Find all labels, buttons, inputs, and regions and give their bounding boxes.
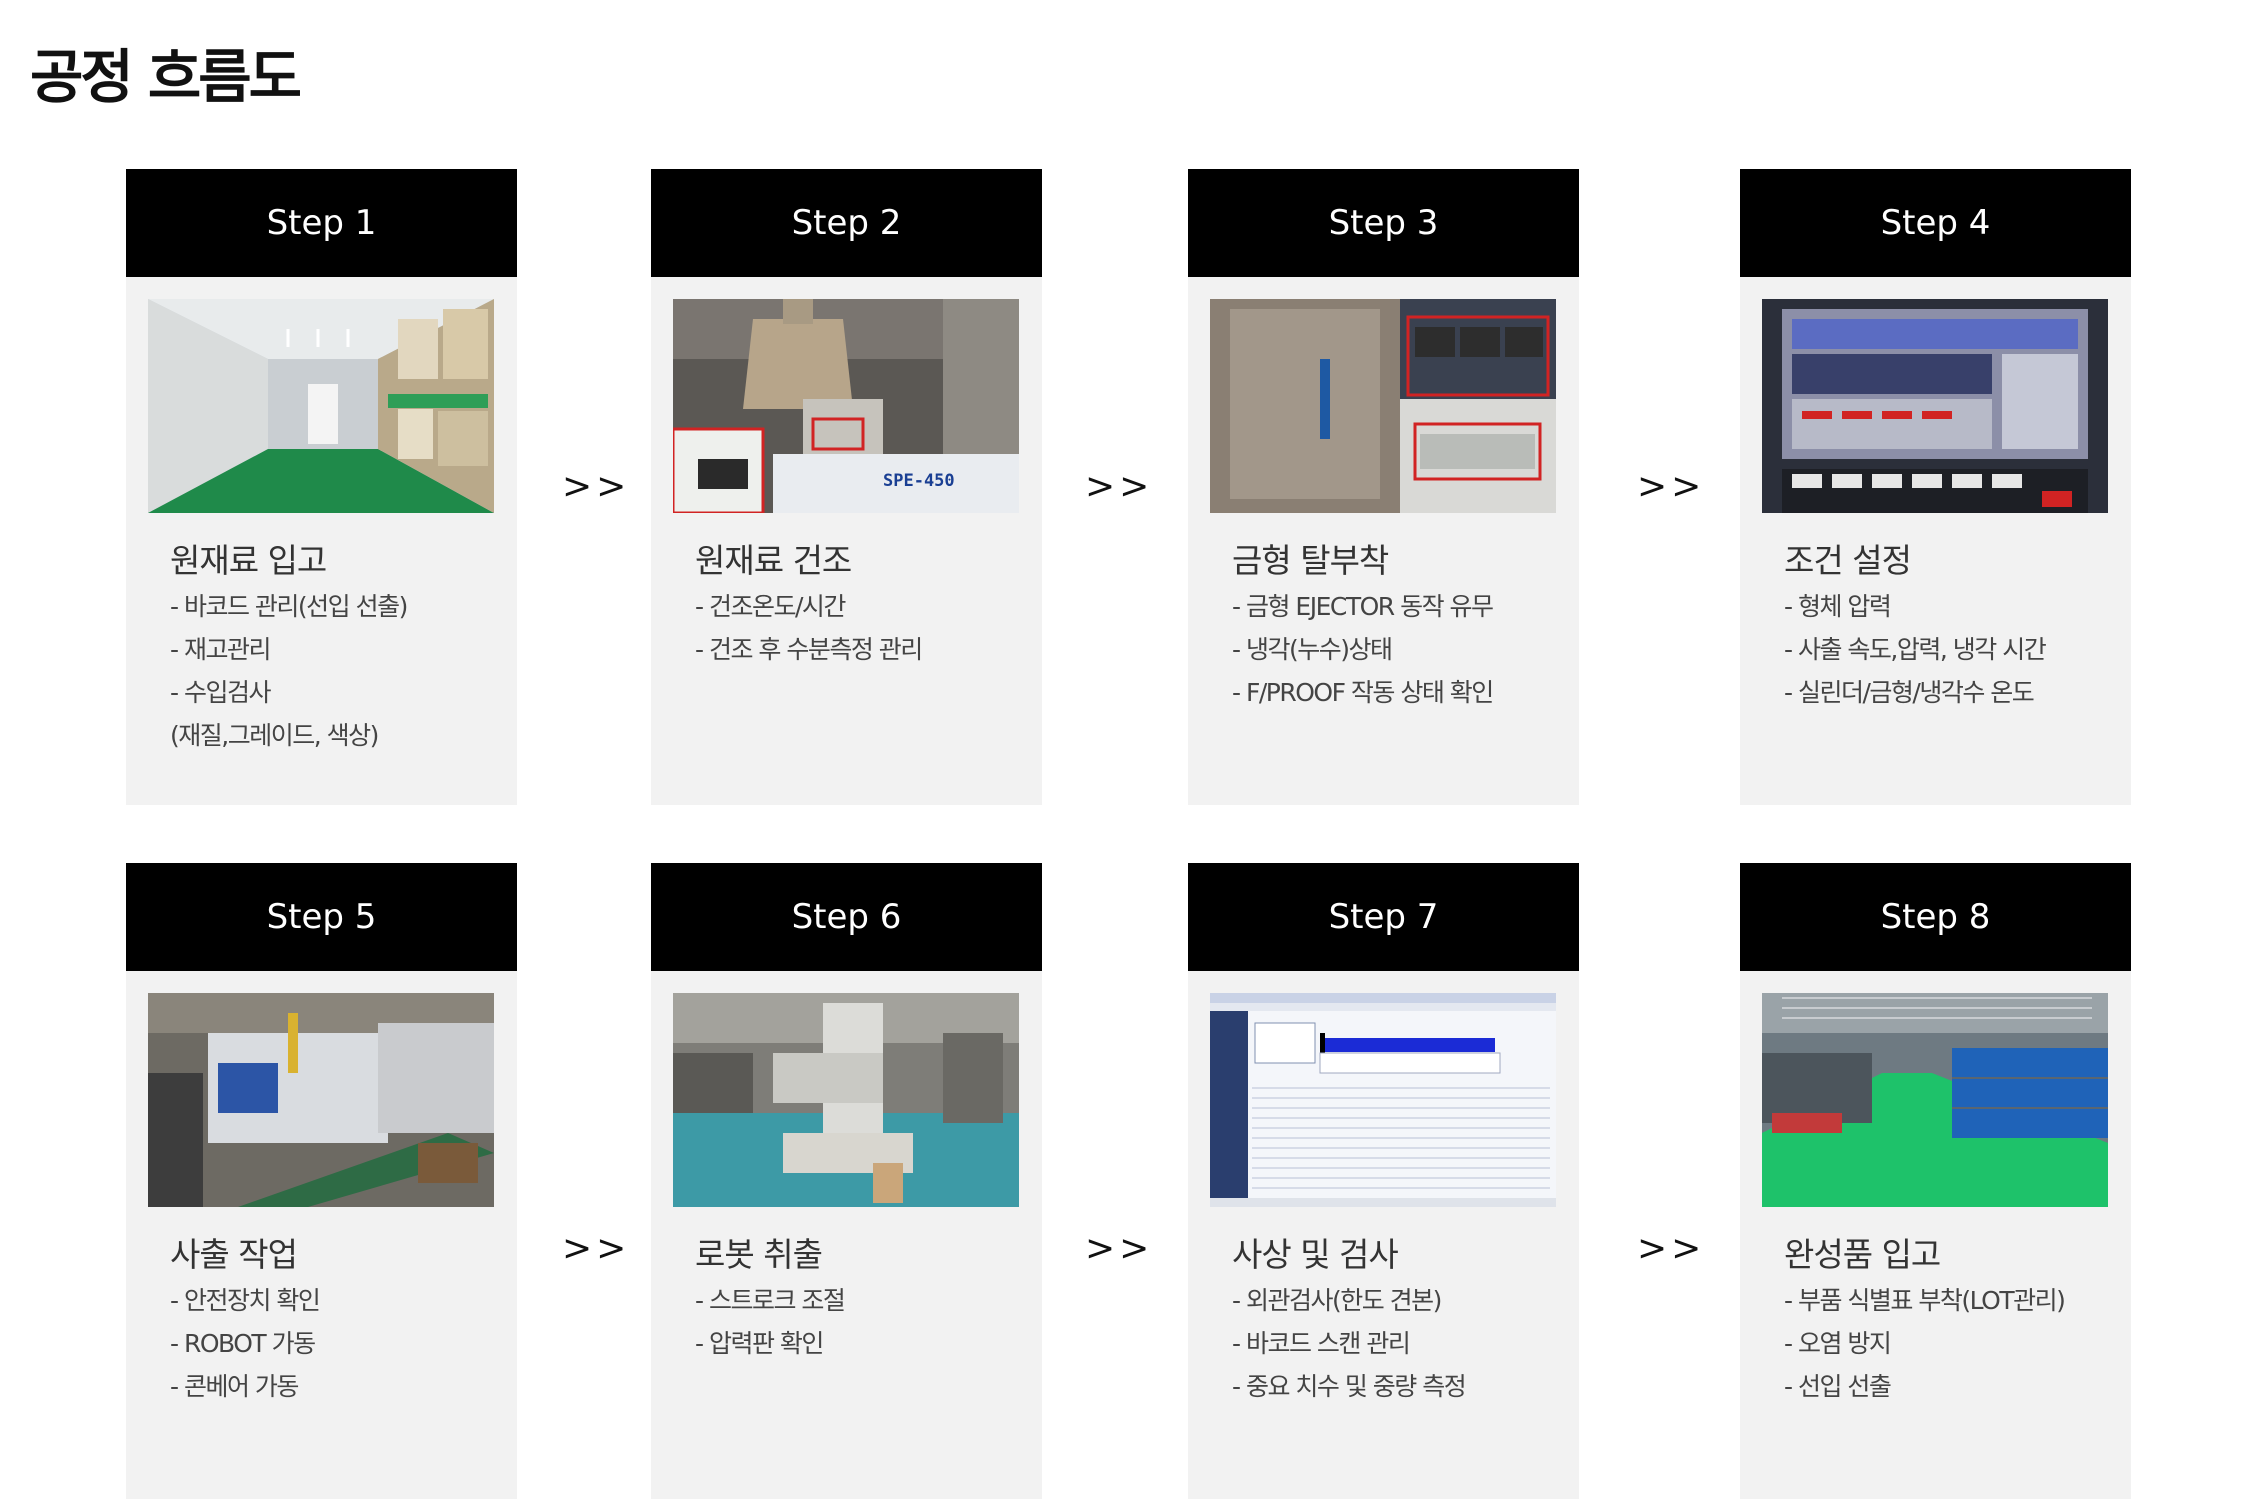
list-item: - 냉각(누수)상태 [1232, 635, 1393, 664]
step-title: 완성품 입고 [1784, 1235, 1941, 1274]
flow-arrow: >> [1085, 466, 1154, 507]
step-card-4: Step 4 조건 설정 - 형체 압력 - 사출 속도,압력, 냉각 시간 - [1740, 169, 2131, 805]
dryer-photo: SPE-450 [673, 299, 1019, 513]
flow-arrow: >> [1637, 1228, 1706, 1269]
list-item: - ROBOT 가동 [170, 1329, 316, 1358]
mold-photo [1210, 299, 1556, 513]
list-item: - 외관검사(한도 견본) [1232, 1286, 1442, 1315]
list-item: - 실린더/금형/냉각수 온도 [1784, 678, 2035, 707]
step-title: 금형 탈부착 [1232, 541, 1389, 580]
list-item: - 바코드 관리(선입 선출) [170, 592, 408, 621]
list-item: - 건조온도/시간 [695, 592, 846, 621]
dryer-model-text: SPE-450 [883, 471, 955, 491]
list-item: - 오염 방지 [1784, 1329, 1892, 1358]
warehouse-photo [148, 299, 494, 513]
list-item: - 형체 압력 [1784, 592, 1892, 621]
flow-arrow: >> [562, 1228, 631, 1269]
control-panel-photo [1762, 299, 2108, 513]
list-item: - 콘베어 가동 [170, 1372, 299, 1401]
step-items: - 바코드 관리(선입 선출) - 재고관리 - 수입검사 (재질,그레이드, … [170, 585, 408, 757]
list-item: (재질,그레이드, 색상) [170, 721, 379, 750]
list-item: - 수입검사 [170, 678, 271, 707]
step-card-7: Step 7 [1188, 863, 1579, 1499]
step-items: - 건조온도/시간 - 건조 후 수분측정 관리 [695, 585, 923, 671]
step-items: - 금형 EJECTOR 동작 유무 - 냉각(누수)상태 - F/PROOF … [1232, 585, 1494, 714]
step-items: - 스트로크 조절 - 압력판 확인 [695, 1279, 846, 1365]
inspection-software-photo [1210, 993, 1556, 1207]
step-card-3: Step 3 금형 탈부착 - 금형 EJECTOR 동작 유무 - 냉각(누수… [1188, 169, 1579, 805]
step-card-8: Step 8 완성품 입고 - 부품 식별표 부착(LOT관리) - 오염 방지… [1740, 863, 2131, 1499]
step-label: Step 6 [651, 863, 1042, 971]
step-card-2: Step 2 SPE-450 원재료 건조 - 건조온도/시간 - 건조 후 수… [651, 169, 1042, 805]
list-item: - 부품 식별표 부착(LOT관리) [1784, 1286, 2066, 1315]
list-item: - F/PROOF 작동 상태 확인 [1232, 678, 1494, 707]
list-item: - 선입 선출 [1784, 1372, 1892, 1401]
flow-arrow: >> [1637, 466, 1706, 507]
step-card-1: Step 1 원재료 입고 - 바코드 관리(선입 선출) - 재고관리 - 수… [126, 169, 517, 805]
step-title: 원재료 입고 [170, 541, 327, 580]
injection-machine-photo [148, 993, 494, 1207]
flow-arrow: >> [1085, 1228, 1154, 1269]
step-items: - 안전장치 확인 - ROBOT 가동 - 콘베어 가동 [170, 1279, 321, 1408]
step-label: Step 2 [651, 169, 1042, 277]
step-label: Step 5 [126, 863, 517, 971]
robot-photo [673, 993, 1019, 1207]
step-label: Step 1 [126, 169, 517, 277]
step-title: 원재료 건조 [695, 541, 852, 580]
list-item: - 건조 후 수분측정 관리 [695, 635, 923, 664]
step-card-5: Step 5 사출 작업 - 안전장치 확인 - ROBOT 가동 - 콘베어 … [126, 863, 517, 1499]
step-title: 로봇 취출 [695, 1235, 823, 1274]
list-item: - 중요 치수 및 중량 측정 [1232, 1372, 1467, 1401]
flow-arrow: >> [562, 466, 631, 507]
step-items: - 형체 압력 - 사출 속도,압력, 냉각 시간 - 실린더/금형/냉각수 온… [1784, 585, 2047, 714]
list-item: - 금형 EJECTOR 동작 유무 [1232, 592, 1494, 621]
page-title: 공정 흐름도 [30, 43, 302, 111]
list-item: - 사출 속도,압력, 냉각 시간 [1784, 635, 2047, 664]
step-label: Step 3 [1188, 169, 1579, 277]
step-label: Step 7 [1188, 863, 1579, 971]
step-card-6: Step 6 로봇 취출 - 스트로크 조절 - 압력판 확인 [651, 863, 1042, 1499]
list-item: - 바코드 스캔 관리 [1232, 1329, 1411, 1358]
list-item: - 압력판 확인 [695, 1329, 824, 1358]
list-item: - 재고관리 [170, 635, 271, 664]
step-title: 사출 작업 [170, 1235, 298, 1274]
step-title: 사상 및 검사 [1232, 1235, 1399, 1274]
step-label: Step 8 [1740, 863, 2131, 971]
step-items: - 부품 식별표 부착(LOT관리) - 오염 방지 - 선입 선출 [1784, 1279, 2066, 1408]
list-item: - 스트로크 조절 [695, 1286, 846, 1315]
step-items: - 외관검사(한도 견본) - 바코드 스캔 관리 - 중요 치수 및 중량 측… [1232, 1279, 1467, 1408]
step-label: Step 4 [1740, 169, 2131, 277]
step-title: 조건 설정 [1784, 541, 1912, 580]
finished-goods-warehouse-photo [1762, 993, 2108, 1207]
list-item: - 안전장치 확인 [170, 1286, 321, 1315]
